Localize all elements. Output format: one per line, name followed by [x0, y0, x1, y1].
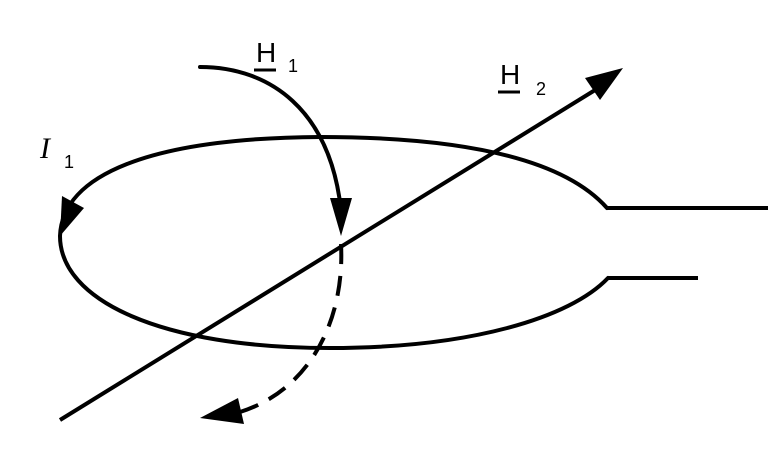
field-1-arrowhead-bottom [200, 398, 244, 424]
current-label-subscript: 1 [64, 152, 74, 172]
current-label-symbol: I [39, 132, 52, 165]
field-1-line-solid [198, 65, 343, 212]
field-2-label-symbol: H [500, 59, 520, 90]
field-1-line-dashed [239, 243, 344, 414]
field-1-label-subscript: 1 [288, 56, 298, 76]
field-1-arrowhead-top [330, 198, 352, 236]
field-2-line [58, 85, 602, 422]
current-label: I 1 [39, 132, 74, 172]
current-direction-arrowhead [60, 196, 84, 236]
field-1-label-symbol: H [256, 37, 276, 68]
field-1-label: H 1 [254, 37, 298, 76]
field-2-label: H 2 [498, 59, 546, 99]
field-2-arrowhead [585, 68, 623, 100]
field-2-label-subscript: 2 [536, 79, 546, 99]
